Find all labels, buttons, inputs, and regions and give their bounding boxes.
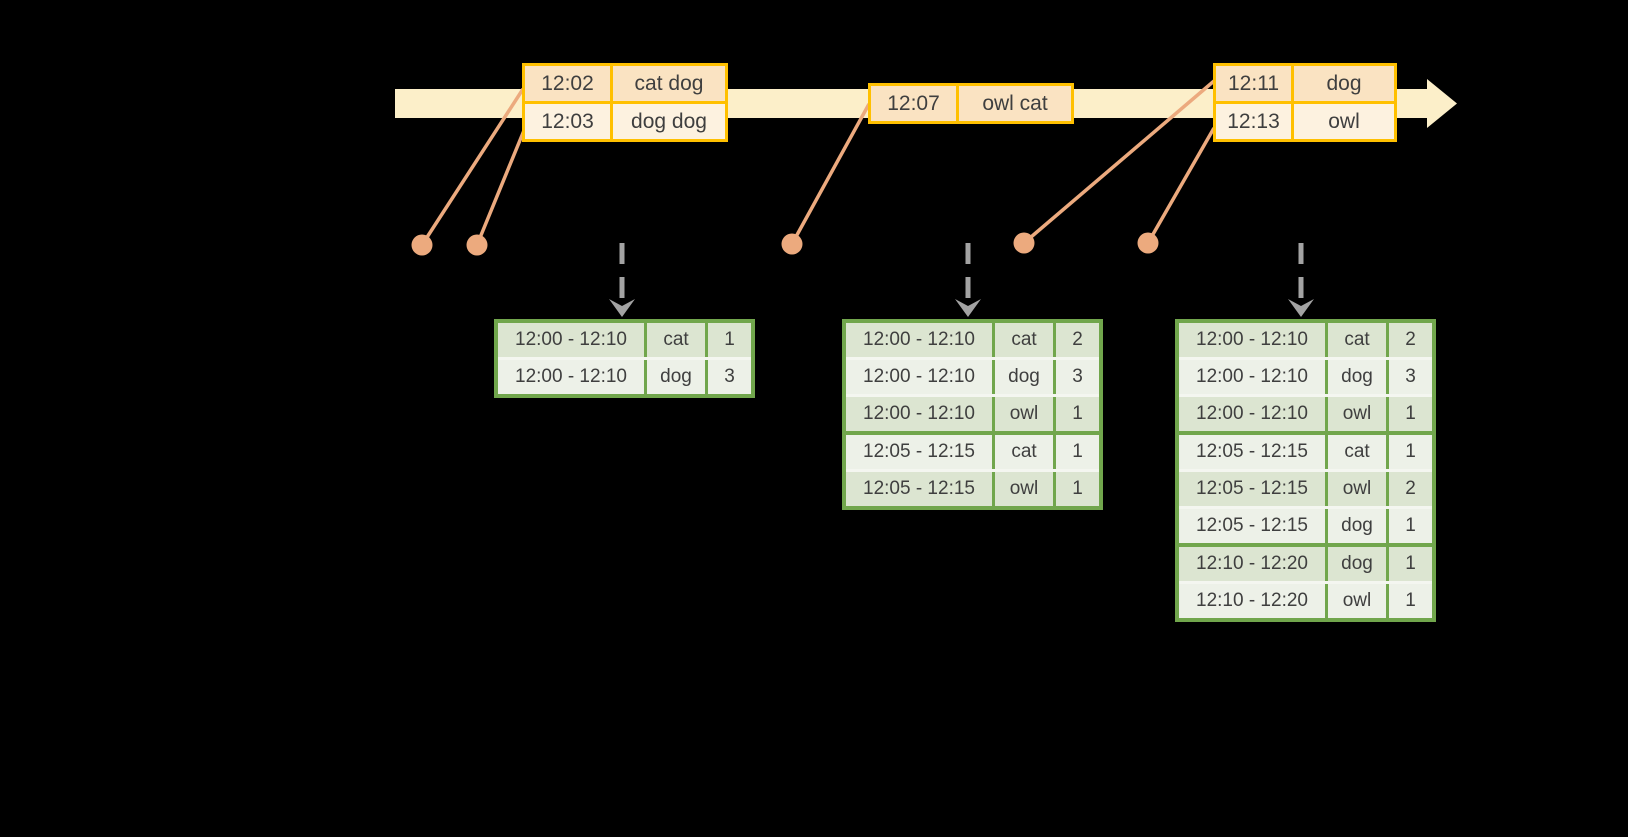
result-window-cell: 12:00 - 12:10 [498, 360, 644, 394]
result-word-cell: owl [1328, 397, 1386, 431]
result-count-cell: 2 [1389, 472, 1432, 506]
result-count-cell: 1 [1056, 397, 1099, 431]
result-window-cell: 12:00 - 12:10 [846, 397, 992, 431]
result-count-cell: 1 [1389, 435, 1432, 469]
event-dot [1013, 232, 1035, 254]
trigger-arrowhead-icon [1288, 299, 1314, 317]
result-count-cell: 1 [1056, 435, 1099, 469]
result-window-cell: 12:00 - 12:10 [1179, 323, 1325, 357]
result-window-cell: 12:10 - 12:20 [1179, 584, 1325, 618]
result-window-cell: 12:00 - 12:10 [1179, 360, 1325, 394]
event-dot [466, 234, 488, 256]
result-count-cell: 1 [708, 323, 751, 357]
event-dot [411, 234, 433, 256]
result-count-cell: 1 [1389, 509, 1432, 543]
timeline-arrowhead-icon [1427, 79, 1457, 128]
result-count-cell: 3 [1056, 360, 1099, 394]
result-word-cell: owl [1328, 472, 1386, 506]
result-word-cell: dog [647, 360, 705, 394]
result-word-cell: dog [1328, 360, 1386, 394]
event-time-cell: 12:11 [1216, 66, 1291, 101]
result-word-cell: cat [995, 435, 1053, 469]
result-count-cell: 3 [708, 360, 751, 394]
event-words-cell: cat dog [613, 66, 725, 101]
result-word-cell: owl [995, 397, 1053, 431]
event-words-cell: dog [1294, 66, 1394, 101]
result-count-cell: 2 [1389, 323, 1432, 357]
event-dot [781, 233, 803, 255]
result-window-cell: 12:05 - 12:15 [846, 472, 992, 506]
event-time-cell: 12:02 [525, 66, 610, 101]
event-words-cell: dog dog [613, 104, 725, 139]
result-count-cell: 3 [1389, 360, 1432, 394]
result-count-cell: 2 [1056, 323, 1099, 357]
connector-line [790, 103, 871, 245]
trigger-arrowhead-icon [609, 299, 635, 317]
result-word-cell: dog [1328, 547, 1386, 581]
result-window-cell: 12:05 - 12:15 [846, 435, 992, 469]
connector-line [1146, 127, 1216, 244]
event-words-cell: owl cat [959, 86, 1071, 121]
result-word-cell: cat [1328, 323, 1386, 357]
event-words-cell: owl [1294, 104, 1394, 139]
connector-line [420, 88, 525, 246]
event-time-cell: 12:07 [871, 86, 956, 121]
event-time-cell: 12:03 [525, 104, 610, 139]
result-word-cell: owl [995, 472, 1053, 506]
result-window-cell: 12:10 - 12:20 [1179, 547, 1325, 581]
connector-line [1022, 79, 1216, 245]
result-window-cell: 12:05 - 12:15 [1179, 435, 1325, 469]
result-word-cell: cat [995, 323, 1053, 357]
result-window-cell: 12:05 - 12:15 [1179, 472, 1325, 506]
result-word-cell: dog [995, 360, 1053, 394]
result-word-cell: owl [1328, 584, 1386, 618]
result-word-cell: dog [1328, 509, 1386, 543]
result-count-cell: 1 [1389, 584, 1432, 618]
event-dot [1137, 232, 1159, 254]
event-time-cell: 12:13 [1216, 104, 1291, 139]
result-window-cell: 12:00 - 12:10 [1179, 397, 1325, 431]
result-window-cell: 12:05 - 12:15 [1179, 509, 1325, 543]
result-window-cell: 12:00 - 12:10 [498, 323, 644, 357]
result-word-cell: cat [647, 323, 705, 357]
result-count-cell: 1 [1056, 472, 1099, 506]
connector-line [475, 127, 527, 246]
result-word-cell: cat [1328, 435, 1386, 469]
trigger-arrowhead-icon [955, 299, 981, 317]
result-count-cell: 1 [1389, 547, 1432, 581]
result-window-cell: 12:00 - 12:10 [846, 323, 992, 357]
result-window-cell: 12:00 - 12:10 [846, 360, 992, 394]
result-count-cell: 1 [1389, 397, 1432, 431]
